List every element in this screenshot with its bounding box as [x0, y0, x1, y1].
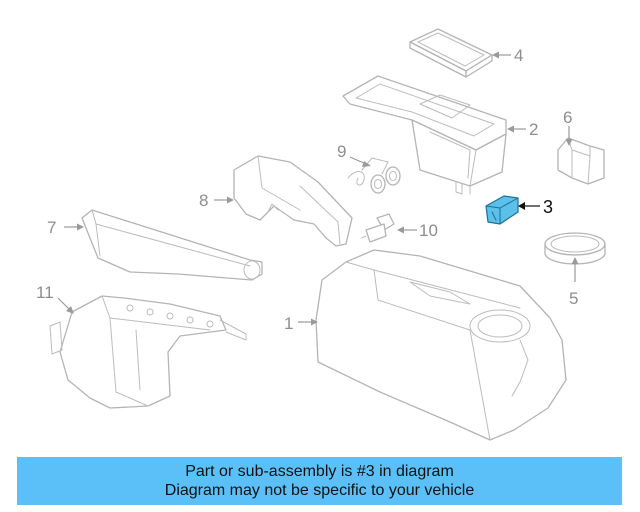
callout-3: 3: [543, 197, 553, 217]
banner-line-disclaimer: Diagram may not be specific to your vehi…: [164, 482, 475, 499]
part-7-long-trim: [81, 209, 263, 281]
part-6-bracket: [557, 137, 605, 185]
callout-7: 7: [47, 218, 56, 237]
banner-line-part-number: Part or sub-assembly is #3 in diagram: [185, 463, 454, 480]
parts-diagram: 4 2 3 5 6 7 8 9 10 1 11: [36, 28, 606, 441]
callout-1: 1: [284, 314, 293, 333]
part-10-bolt: [361, 213, 395, 243]
part-8-side-panel: [233, 155, 353, 247]
callout-10: 10: [419, 221, 438, 240]
callout-numbers: 4 2 3 5 6 7 8 9 10 1 11: [36, 46, 578, 333]
callout-5: 5: [569, 289, 578, 308]
callout-leaders: [57, 51, 579, 326]
part-9-spring-clip: [347, 157, 401, 194]
part-1-center-console: [315, 249, 567, 441]
callout-9: 9: [337, 142, 346, 161]
info-banner: Part or sub-assembly is #3 in diagram Di…: [17, 457, 622, 505]
callout-8: 8: [199, 191, 208, 210]
part-5-ring: [544, 232, 606, 265]
part-2-storage-bin: [342, 75, 507, 195]
part-3-highlighted-clip: [485, 195, 519, 225]
callout-11: 11: [36, 283, 54, 302]
part-4-tray-lid: [409, 28, 493, 78]
callout-2: 2: [529, 120, 538, 139]
callout-6: 6: [563, 108, 572, 127]
callout-4: 4: [514, 46, 523, 65]
part-11-shifter-assembly: [49, 295, 247, 409]
